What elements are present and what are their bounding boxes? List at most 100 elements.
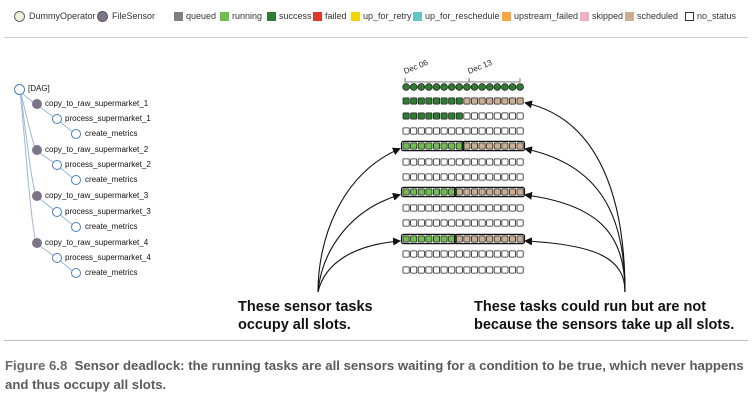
task-cell-scheduled[interactable] — [455, 235, 463, 243]
legend-item-up-for-retry[interactable]: up_for_retry — [351, 9, 412, 23]
task-cell-scheduled[interactable] — [478, 142, 486, 150]
task-cell-no-status[interactable] — [425, 158, 433, 166]
dummy-node-icon[interactable] — [52, 253, 62, 263]
task-cell-no-status[interactable] — [455, 266, 463, 274]
task-cell-success[interactable] — [440, 83, 448, 91]
task-cell-scheduled[interactable] — [508, 142, 516, 150]
task-cell-success[interactable] — [432, 112, 440, 120]
task-cell-no-status[interactable] — [478, 219, 486, 227]
task-cell-running[interactable] — [402, 235, 410, 243]
task-cell-no-status[interactable] — [448, 204, 456, 212]
task-cell-no-status[interactable] — [440, 204, 448, 212]
task-cell-scheduled[interactable] — [463, 188, 471, 196]
task-cell-no-status[interactable] — [402, 250, 410, 258]
task-cell-running[interactable] — [448, 142, 456, 150]
task-cell-no-status[interactable] — [516, 250, 524, 258]
task-cell-no-status[interactable] — [402, 158, 410, 166]
task-cell-success[interactable] — [455, 97, 463, 105]
dag-root-icon[interactable] — [14, 84, 25, 95]
task-cell-scheduled[interactable] — [470, 97, 478, 105]
task-cell-running[interactable] — [455, 142, 463, 150]
task-cell-running[interactable] — [417, 188, 425, 196]
task-cell-no-status[interactable] — [463, 127, 471, 135]
task-cell-no-status[interactable] — [440, 219, 448, 227]
task-cell-no-status[interactable] — [486, 127, 494, 135]
dummy-node-icon[interactable] — [71, 175, 81, 185]
task-cell-success[interactable] — [440, 112, 448, 120]
task-cell-no-status[interactable] — [470, 127, 478, 135]
task-cell-scheduled[interactable] — [486, 188, 494, 196]
task-cell-no-status[interactable] — [410, 266, 418, 274]
task-cell-no-status[interactable] — [493, 266, 501, 274]
task-cell-scheduled[interactable] — [455, 188, 463, 196]
task-cell-no-status[interactable] — [455, 173, 463, 181]
task-cell-no-status[interactable] — [440, 250, 448, 258]
task-cell-no-status[interactable] — [501, 250, 509, 258]
task-cell-success[interactable] — [410, 97, 418, 105]
task-cell-running[interactable] — [440, 142, 448, 150]
task-cell-no-status[interactable] — [455, 219, 463, 227]
task-cell-success[interactable] — [417, 83, 426, 91]
legend-item-skipped[interactable]: skipped — [580, 9, 623, 23]
task-cell-scheduled[interactable] — [463, 97, 471, 105]
legend-item-upstream-failed[interactable]: upstream_failed — [502, 9, 578, 23]
task-cell-no-status[interactable] — [508, 112, 516, 120]
task-cell-no-status[interactable] — [448, 173, 456, 181]
task-cell-no-status[interactable] — [432, 250, 440, 258]
task-cell-scheduled[interactable] — [470, 235, 478, 243]
task-cell-success[interactable] — [501, 83, 509, 91]
task-cell-no-status[interactable] — [432, 219, 440, 227]
task-cell-success[interactable] — [448, 97, 456, 105]
task-cell-no-status[interactable] — [432, 127, 440, 135]
task-cell-no-status[interactable] — [508, 127, 516, 135]
task-cell-running[interactable] — [425, 188, 433, 196]
task-cell-no-status[interactable] — [410, 204, 418, 212]
task-cell-scheduled[interactable] — [501, 188, 509, 196]
task-cell-no-status[interactable] — [463, 219, 471, 227]
legend-item-scheduled[interactable]: scheduled — [625, 9, 678, 23]
task-cell-no-status[interactable] — [478, 112, 486, 120]
task-cell-success[interactable] — [409, 83, 418, 91]
task-cell-no-status[interactable] — [432, 204, 440, 212]
task-cell-no-status[interactable] — [410, 173, 418, 181]
task-cell-no-status[interactable] — [463, 250, 471, 258]
task-cell-no-status[interactable] — [493, 173, 501, 181]
task-cell-no-status[interactable] — [478, 250, 486, 258]
task-cell-no-status[interactable] — [516, 173, 524, 181]
task-cell-success[interactable] — [478, 83, 486, 91]
filesensor-node-icon[interactable] — [32, 99, 42, 109]
task-cell-success[interactable] — [402, 97, 410, 105]
task-cell-running[interactable] — [425, 235, 433, 243]
task-cell-running[interactable] — [417, 235, 425, 243]
task-cell-scheduled[interactable] — [486, 235, 494, 243]
task-cell-no-status[interactable] — [486, 266, 494, 274]
task-cell-no-status[interactable] — [455, 204, 463, 212]
task-cell-no-status[interactable] — [501, 266, 509, 274]
dummy-node-icon[interactable] — [71, 268, 81, 278]
task-cell-scheduled[interactable] — [516, 142, 524, 150]
task-cell-success[interactable] — [455, 112, 463, 120]
task-cell-no-status[interactable] — [508, 219, 516, 227]
task-cell-no-status[interactable] — [501, 127, 509, 135]
task-cell-no-status[interactable] — [410, 250, 418, 258]
legend-item-no-status[interactable]: no_status — [685, 9, 736, 23]
task-cell-scheduled[interactable] — [493, 188, 501, 196]
dummy-node-icon[interactable] — [52, 114, 62, 124]
dummy-node-icon[interactable] — [71, 222, 81, 232]
task-cell-no-status[interactable] — [470, 173, 478, 181]
task-cell-success[interactable] — [417, 112, 425, 120]
task-cell-running[interactable] — [448, 188, 456, 196]
task-cell-no-status[interactable] — [470, 219, 478, 227]
task-cell-success[interactable] — [432, 97, 440, 105]
task-cell-scheduled[interactable] — [493, 142, 501, 150]
task-cell-no-status[interactable] — [478, 204, 486, 212]
legend-item-running[interactable]: running — [220, 9, 262, 23]
task-cell-no-status[interactable] — [516, 112, 524, 120]
task-cell-no-status[interactable] — [432, 173, 440, 181]
task-cell-no-status[interactable] — [486, 173, 494, 181]
task-cell-running[interactable] — [440, 188, 448, 196]
task-cell-no-status[interactable] — [478, 266, 486, 274]
task-cell-no-status[interactable] — [417, 250, 425, 258]
task-cell-scheduled[interactable] — [508, 188, 516, 196]
task-cell-success[interactable] — [432, 83, 441, 91]
